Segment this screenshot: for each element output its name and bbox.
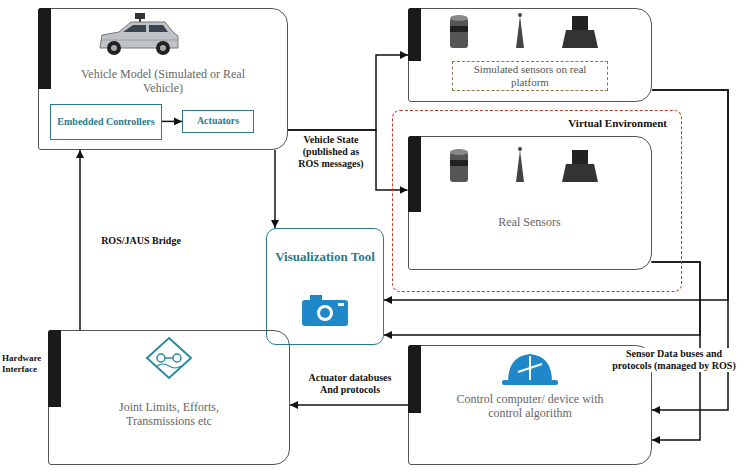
box-label: Embedded Controllers: [57, 116, 154, 128]
sensor-icons-sim: [450, 18, 468, 48]
actuator-box: Actuators: [182, 110, 254, 133]
edge-label-holder: Vehicle State (published as ROS messages…: [290, 134, 372, 171]
edge-label: Sensor Data buses and protocols (managed…: [606, 348, 742, 372]
sensor-icons-sim: [450, 26, 468, 32]
car-illustration: [100, 13, 178, 55]
sensor-icons-sim: [572, 16, 588, 30]
connector-arrow: [384, 90, 728, 300]
connector-arrow: [288, 130, 408, 190]
edge-label: Vehicle State (published as ROS messages…: [290, 134, 372, 170]
transmission-symbol: [147, 338, 191, 378]
connector-arrow: [384, 262, 700, 335]
sensor-icons-real: [562, 164, 598, 182]
side-heading: Hardware Interface: [2, 353, 45, 374]
transmission-symbol: [147, 338, 191, 378]
edge-label: Actuator databuses And protocols: [298, 372, 402, 396]
camera-icon: [317, 305, 333, 321]
edge-label-holder: ROS/JAUS Bridge: [86, 230, 196, 248]
car-illustration: [111, 45, 117, 51]
box-label: Simulated sensors on real platform: [452, 61, 608, 91]
sensor-icons-sim: [516, 16, 524, 48]
edge-label: ROS/JAUS Bridge: [99, 235, 183, 247]
vehicle-model-box: Vehicle Model (Simulated or Real Vehicle…: [38, 8, 288, 150]
sensor-icons-sim: [450, 15, 468, 21]
virtual-environment-region: Virtual EnvironmentReal Sensors: [392, 110, 682, 292]
car-illustration: [123, 25, 146, 32]
connector-arrow: [274, 150, 276, 228]
connector-arrow: [290, 404, 408, 406]
box-label: Real Sensors: [450, 215, 610, 229]
box-title: Vehicle Model (Simulated or Real Vehicle…: [73, 67, 253, 95]
camera-icon: [320, 308, 330, 318]
real-sensor-box: Real Sensors: [408, 136, 652, 270]
simulated-sensor-box: Simulated sensors on real platform: [408, 8, 652, 102]
transmission-symbol: [173, 354, 181, 362]
camera-icon: [302, 295, 348, 326]
transmission-symbol: [157, 364, 181, 368]
visualization-box: Visualization Tool: [266, 228, 384, 345]
box-label: Control computer/ device with control al…: [450, 392, 610, 420]
car-illustration: [160, 45, 166, 51]
connector-arrow: [162, 121, 182, 123]
box-label: Actuators: [197, 115, 239, 127]
sensor-icons-real: [572, 150, 588, 164]
connector-arrow: [79, 150, 81, 330]
helmet-icon: [502, 380, 558, 385]
camera-icon: [310, 295, 322, 301]
helmet-icon: [508, 354, 552, 382]
box-title: Visualization Tool: [273, 249, 377, 264]
edge-label-holder: Actuator databuses And protocols: [298, 372, 402, 397]
box-label: Joint Limits, Efforts, Transmissions etc: [84, 400, 254, 428]
sensor-icons-sim: [518, 13, 522, 17]
region-heading: Virtual Environment: [517, 117, 667, 130]
controller-box: Embedded Controllers: [50, 104, 162, 140]
transmission-symbol: [157, 354, 165, 362]
camera-icon: [338, 303, 344, 306]
car-illustration: [156, 41, 170, 55]
camera-icon: [302, 300, 348, 326]
edge-label-holder: Sensor Data buses and protocols (managed…: [606, 348, 742, 373]
sensor-icons-real: [450, 149, 468, 155]
sensor-icons-real: [516, 150, 524, 182]
helmet-icon: [518, 364, 542, 372]
connector-arrow: [288, 55, 408, 130]
car-illustration: [135, 13, 145, 19]
sensor-icons-real: [450, 160, 468, 166]
car-illustration: [107, 41, 121, 55]
car-illustration: [149, 25, 168, 32]
helmet-icon: [502, 354, 558, 385]
car-illustration: [102, 40, 178, 41]
sensor-icons-sim: [562, 30, 598, 48]
sensor-icons-real: [450, 152, 468, 182]
sensor-icons-sim: [450, 13, 598, 48]
sensor-icons-real: [450, 147, 598, 182]
transmission-symbol: [165, 357, 173, 359]
sensor-icons-real: [518, 147, 522, 151]
hardware-interface-box: Hardware InterfaceJoint Limits, Efforts,…: [48, 330, 290, 465]
